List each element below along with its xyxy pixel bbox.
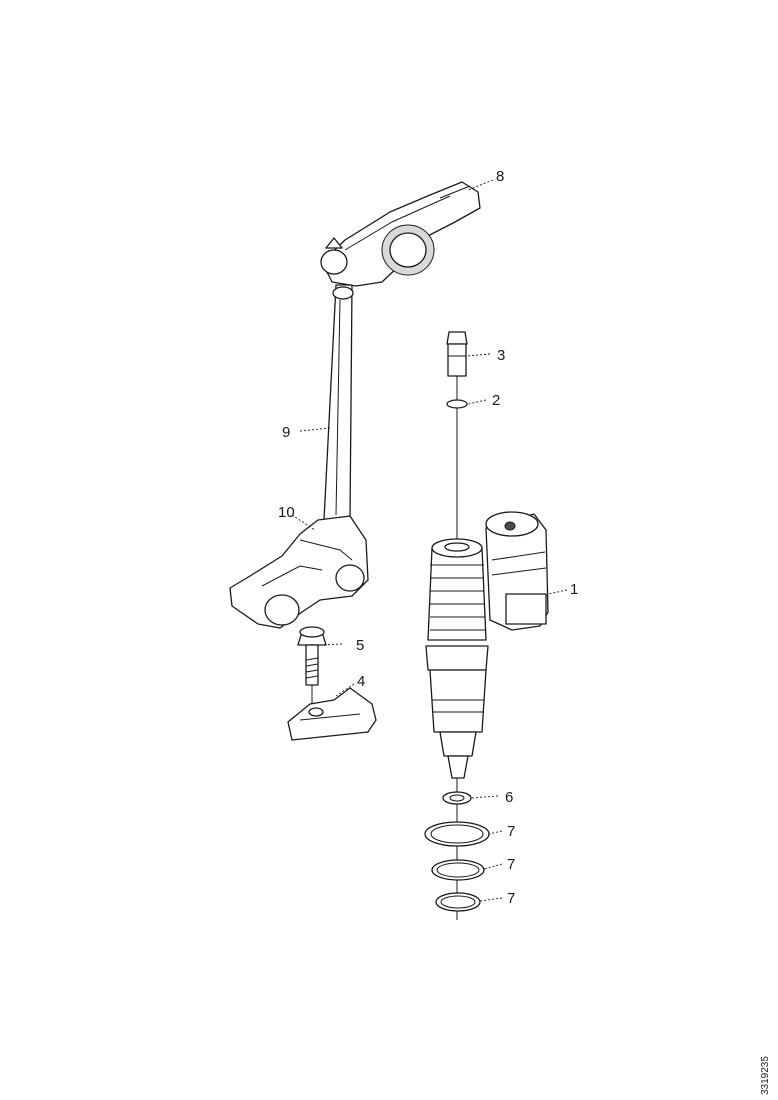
bolt xyxy=(297,626,327,710)
cam-follower xyxy=(229,515,369,629)
unit-injector xyxy=(425,511,549,779)
callout-10: 10 xyxy=(278,504,295,521)
callout-6: 6 xyxy=(505,789,513,806)
callout-3: 3 xyxy=(497,347,505,364)
callout-9: 9 xyxy=(282,424,290,441)
push-rod xyxy=(323,284,354,521)
callout-2: 2 xyxy=(492,392,500,409)
callout-7-lower: 7 xyxy=(507,890,515,907)
seal-washer xyxy=(442,791,472,805)
lock-nut xyxy=(446,399,468,409)
rocker-arm xyxy=(320,181,481,287)
o-ring-upper xyxy=(424,821,490,847)
clamp xyxy=(287,687,377,741)
callout-8: 8 xyxy=(496,168,504,185)
callout-5: 5 xyxy=(356,637,364,654)
o-rings xyxy=(424,821,490,912)
callout-labels: 8 9 10 3 2 1 5 4 6 7 7 7 xyxy=(278,168,578,907)
leader-lines xyxy=(291,179,568,902)
callout-4: 4 xyxy=(357,673,365,690)
callout-1: 1 xyxy=(570,581,578,598)
reference-number: 3319235 xyxy=(760,1056,771,1095)
callout-7-upper: 7 xyxy=(507,823,515,840)
adjusting-screw xyxy=(446,331,468,377)
callout-7-middle: 7 xyxy=(507,856,515,873)
